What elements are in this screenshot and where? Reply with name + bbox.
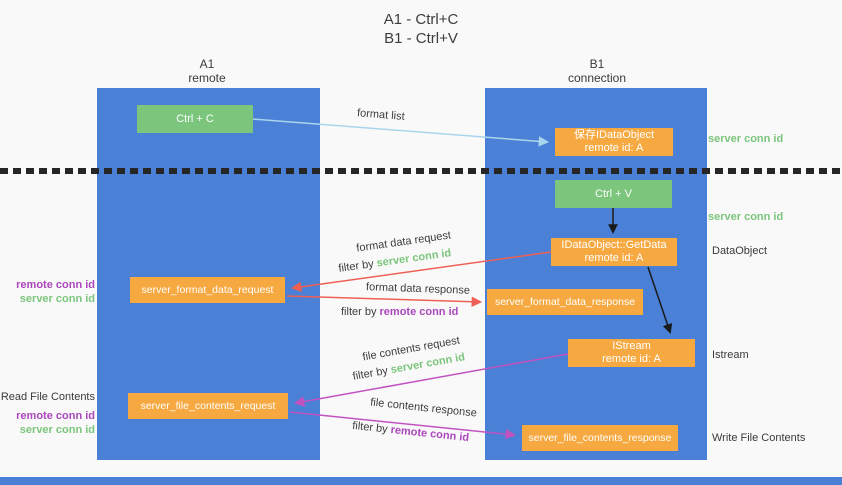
- server-file-contents-response-label: server_file_contents_response: [528, 432, 672, 444]
- save-dataobject-line2: remote id: A: [584, 142, 644, 154]
- server-format-data-response-label: server_format_data_response: [494, 296, 636, 308]
- lifeline-header-b1: B1 connection: [527, 57, 667, 85]
- istream-line2: remote id: A: [602, 353, 661, 365]
- filter-by-remote-conn-id-label-2: filter by remote conn id: [352, 420, 470, 444]
- filter-by-text: filter by: [351, 364, 392, 383]
- bottom-blue-strip: [0, 477, 842, 485]
- lifeline-a1-role: remote: [188, 71, 226, 85]
- remote-conn-id-annotation-2: remote conn id: [16, 410, 95, 422]
- format-data-response-edge-label: format data response: [365, 281, 471, 297]
- lifeline-b1-role: connection: [567, 71, 627, 85]
- server-conn-id-annotation-1: server conn id: [708, 133, 784, 145]
- istream-line1: IStream: [612, 340, 651, 352]
- file-contents-response-edge-label: file contents response: [369, 396, 478, 420]
- server-format-data-request-label: server_format_data_request: [141, 284, 274, 296]
- machine-boundary-dotted-line: [0, 168, 842, 174]
- diagram-title: A1 - Ctrl+C B1 - Ctrl+V: [0, 10, 842, 48]
- dataobject-annotation: DataObject: [712, 245, 768, 257]
- title-line-2: B1 - Ctrl+V: [384, 30, 458, 47]
- filter-by-text: filter by: [341, 306, 380, 318]
- istream-annotation: Istream: [712, 349, 749, 361]
- getdata-line1: IDataObject::GetData: [561, 239, 667, 251]
- server-file-contents-response-node: server_file_contents_response: [522, 425, 678, 451]
- filter-by-text: filter by: [337, 257, 378, 275]
- ctrl-v-label: Ctrl + V: [595, 188, 632, 200]
- save-dataobject-node: 保存IDataObject remote id: A: [555, 128, 673, 156]
- ctrl-c-label: Ctrl + C: [176, 113, 214, 125]
- ctrl-v-node: Ctrl + V: [555, 180, 672, 208]
- server-file-contents-request-node: server_file_contents_request: [128, 393, 288, 419]
- format-list-edge-label: format list: [356, 107, 406, 123]
- filter-by-text: filter by: [351, 419, 392, 436]
- server-format-data-response-node: server_format_data_response: [487, 289, 643, 315]
- title-line-1: A1 - Ctrl+C: [383, 11, 459, 28]
- read-file-contents-annotation: Read File Contents: [0, 391, 95, 403]
- save-dataobject-line1: 保存IDataObject: [573, 129, 655, 141]
- write-file-contents-annotation: Write File Contents: [712, 432, 806, 444]
- left-conn-id-annotations-1: remote conn id server conn id: [0, 278, 95, 306]
- remote-conn-id-text: remote conn id: [389, 423, 470, 445]
- ctrl-c-node: Ctrl + C: [137, 105, 253, 133]
- server-format-data-request-node: server_format_data_request: [130, 277, 285, 303]
- filter-by-remote-conn-id-label-1: filter by remote conn id: [341, 306, 458, 318]
- getdata-line2: remote id: A: [584, 252, 644, 264]
- server-file-contents-request-label: server_file_contents_request: [140, 400, 276, 412]
- left-conn-id-annotations-2: remote conn id server conn id: [0, 409, 95, 437]
- server-conn-id-annotation-left-1: server conn id: [19, 293, 95, 305]
- server-conn-id-annotation-left-2: server conn id: [19, 424, 95, 436]
- remote-conn-id-annotation-1: remote conn id: [16, 279, 95, 291]
- lifeline-a1-name: A1: [199, 57, 215, 71]
- filter-by-server-conn-id-label-1: filter by server conn id: [338, 247, 452, 275]
- server-conn-id-text: server conn id: [375, 247, 453, 270]
- istream-node: IStream remote id: A: [568, 339, 695, 367]
- remote-conn-id-text: remote conn id: [379, 306, 459, 318]
- getdata-node: IDataObject::GetData remote id: A: [551, 238, 677, 266]
- lifeline-header-a1: A1 remote: [137, 57, 277, 85]
- server-conn-id-annotation-2: server conn id: [708, 211, 784, 223]
- lifeline-b1-name: B1: [589, 57, 605, 71]
